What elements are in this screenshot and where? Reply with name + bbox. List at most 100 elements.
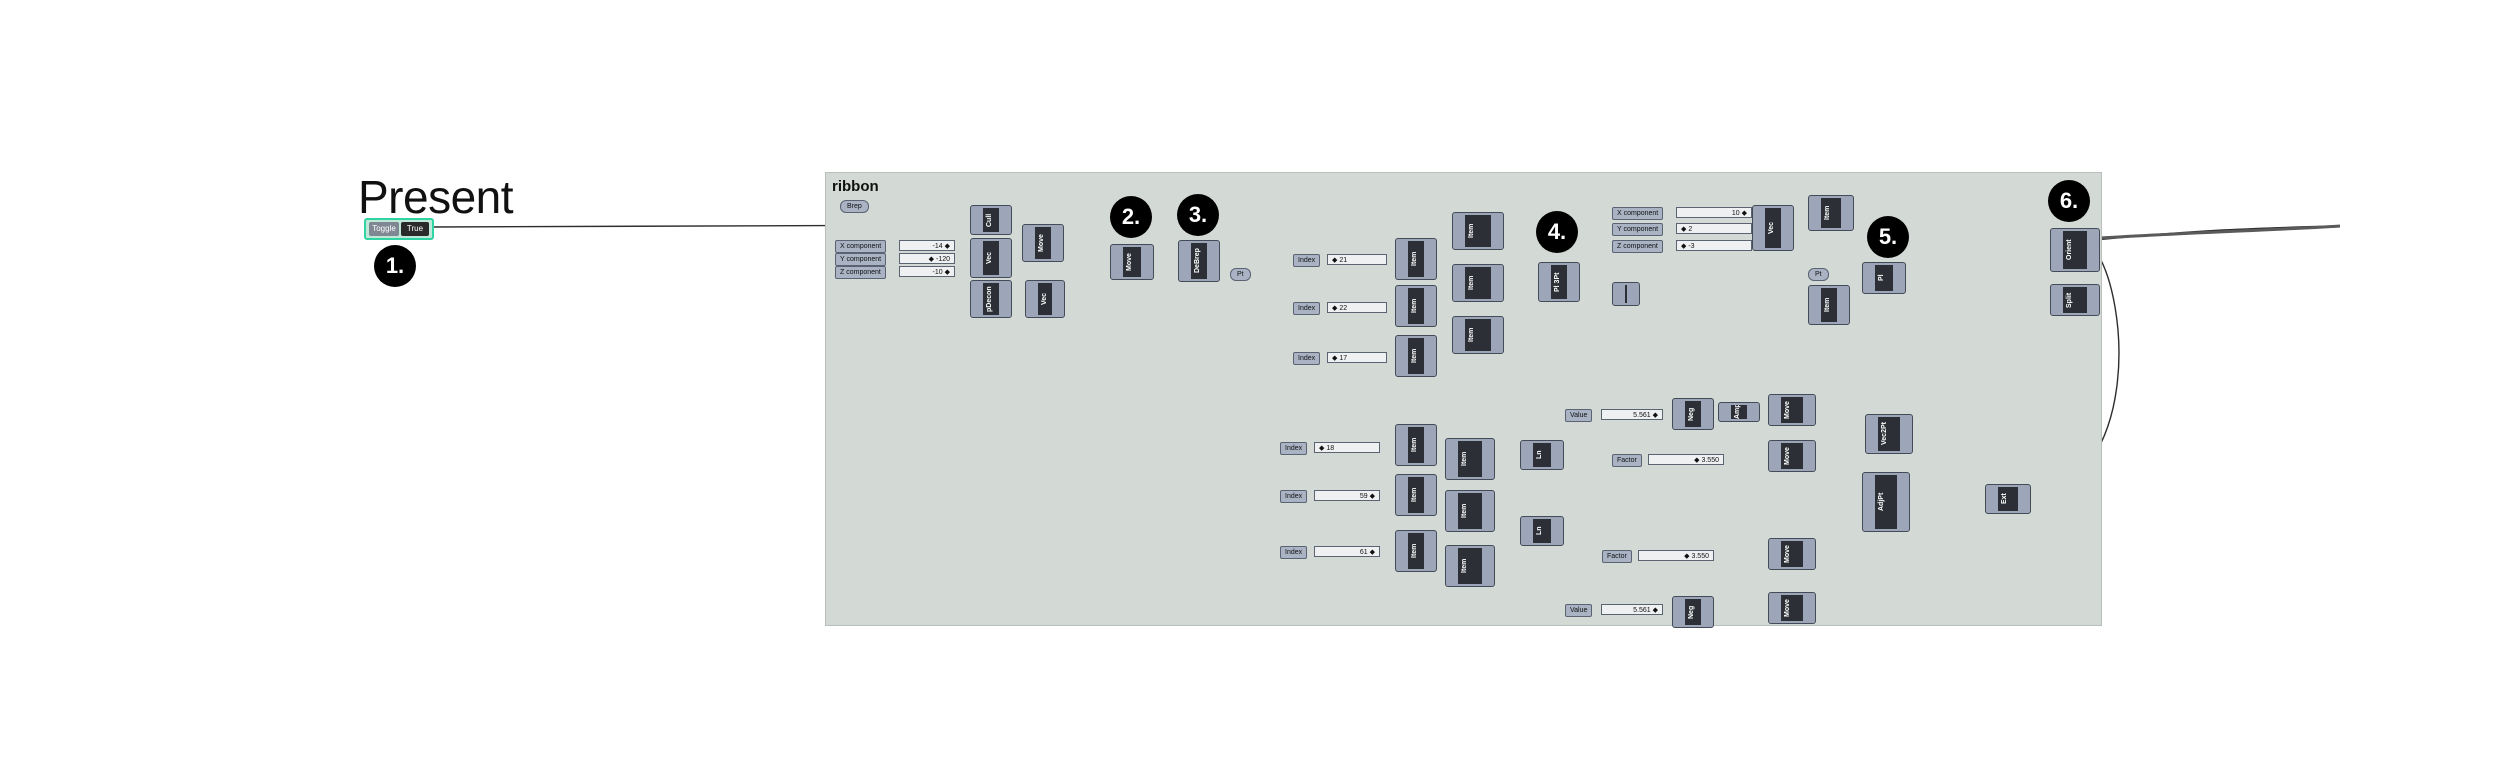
toggle-label: Toggle (369, 222, 399, 236)
component-name: DeBrep (1191, 243, 1207, 279)
deconstruct-brep-component[interactable]: DeBrep (1178, 240, 1220, 282)
component-name: pDecon (983, 283, 999, 315)
list-item-component-4[interactable]: Item (1395, 424, 1437, 466)
list-item-component-1[interactable]: Item (1395, 238, 1437, 280)
component-name: Vec (983, 241, 999, 275)
component-name: Vec (1038, 283, 1052, 315)
component-name: Pl (1875, 265, 1893, 291)
toggle-value[interactable]: True (401, 222, 429, 236)
point-decompose-component[interactable]: pDecon (970, 280, 1012, 318)
component-name: Ln (1533, 519, 1551, 543)
slider-value[interactable]: ◆ -120 (899, 253, 955, 264)
negative-component[interactable]: Neg (1672, 398, 1714, 430)
move-component-3[interactable]: Item (1808, 195, 1854, 231)
step-marker-2: 2. (1110, 196, 1152, 238)
page-title: Present (358, 171, 514, 223)
step-marker-4: 4. (1536, 211, 1578, 253)
extrude-component[interactable]: Ext (1985, 484, 2031, 514)
vector-component[interactable]: Vec (970, 238, 1012, 278)
plane-component[interactable]: Pl (1862, 262, 1906, 294)
list-item-component-8[interactable]: Item (1452, 264, 1504, 302)
slider-label: X component (1612, 207, 1664, 220)
slider-value[interactable]: ◆ 18 (1314, 442, 1380, 453)
component-name: Item (1458, 441, 1482, 477)
list-item-component-6[interactable]: Item (1395, 530, 1437, 572)
line-component-2[interactable]: Ln (1520, 516, 1564, 546)
adjust-point-component[interactable]: AdjPt (1862, 472, 1910, 532)
slider-label: Index (1280, 546, 1308, 559)
vector-component-2[interactable]: Vec (1025, 280, 1065, 318)
slider-label: Index (1280, 442, 1308, 455)
slider-label: Value (1565, 604, 1593, 617)
list-item-component-13[interactable]: Item (1808, 285, 1850, 325)
cull-component[interactable]: Cull (970, 205, 1012, 235)
slider-value[interactable]: -10 ◆ (899, 266, 955, 277)
component-name: Item (1465, 319, 1491, 351)
point-param-2[interactable]: Pt (1808, 268, 1829, 281)
move-component-5[interactable]: Move (1768, 440, 1816, 472)
component-name: Vec (1765, 208, 1781, 248)
slider-value[interactable]: -14 ◆ (899, 240, 955, 251)
slider-value[interactable]: 5.561 ◆ (1601, 409, 1663, 420)
component-name: Move (1781, 541, 1803, 567)
component-name: Orient (2063, 231, 2087, 269)
line-component[interactable]: Ln (1520, 440, 1564, 470)
slider-value[interactable]: ◆ 3.550 (1638, 550, 1714, 561)
amplitude-component[interactable]: Amp (1718, 402, 1760, 422)
xy-plane-component[interactable]: XY (1612, 282, 1640, 306)
component-name: Item (1408, 241, 1424, 277)
slider-label: Index (1280, 490, 1308, 503)
slider-value[interactable]: ◆ 22 (1327, 302, 1387, 313)
split-component[interactable]: Split (2050, 284, 2100, 316)
slider-value[interactable]: 59 ◆ (1314, 490, 1380, 501)
move-component[interactable]: Move (1022, 224, 1064, 262)
move-component-6[interactable]: Move (1768, 538, 1816, 570)
list-item-component-3[interactable]: Item (1395, 335, 1437, 377)
move-component-4[interactable]: Move (1768, 394, 1816, 426)
slider-value[interactable]: ◆ 2 (1676, 223, 1752, 234)
step-marker-6: 6. (2048, 180, 2090, 222)
orient-component[interactable]: Orient (2050, 228, 2100, 272)
slider-value[interactable]: ◆ -3 (1676, 240, 1752, 251)
negative-component-2[interactable]: Neg (1672, 596, 1714, 628)
component-name: Pl 3Pt (1551, 265, 1567, 299)
component-name: Split (2063, 287, 2087, 313)
slider-value[interactable]: 61 ◆ (1314, 546, 1380, 557)
list-item-component-5[interactable]: Item (1395, 474, 1437, 516)
list-item-component-7[interactable]: Item (1452, 212, 1504, 250)
list-item-component-12[interactable]: Item (1445, 545, 1495, 587)
component-name: Move (1781, 397, 1803, 423)
list-item-component-10[interactable]: Item (1445, 438, 1495, 480)
slider-label: Y component (835, 253, 887, 266)
slider-label: Index (1293, 302, 1321, 315)
component-name: Ext (1998, 487, 2018, 511)
slider-label: Factor (1602, 550, 1632, 563)
component-name: Item (1408, 477, 1424, 513)
slider-value[interactable]: 10 ◆ (1676, 207, 1752, 218)
component-name: Item (1821, 198, 1841, 228)
point-param[interactable]: Pt (1230, 268, 1251, 281)
slider-value[interactable]: ◆ 21 (1327, 254, 1387, 265)
list-item-component-2[interactable]: Item (1395, 285, 1437, 327)
component-name: Move (1035, 227, 1051, 259)
slider-value[interactable]: ◆ 17 (1327, 352, 1387, 363)
component-name: Item (1408, 288, 1424, 324)
vector-xyz-component[interactable]: Vec (1752, 205, 1794, 251)
component-name: Item (1821, 288, 1837, 322)
slider-label: X component (835, 240, 887, 253)
list-item-component-11[interactable]: Item (1445, 490, 1495, 532)
move-component-7[interactable]: Move (1768, 592, 1816, 624)
group-label: ribbon (832, 178, 879, 195)
vector-2pt-component[interactable]: Vec2Pt (1865, 414, 1913, 454)
slider-value[interactable]: 5.561 ◆ (1601, 604, 1663, 615)
move-component-2[interactable]: Move (1110, 244, 1154, 280)
list-item-component-9[interactable]: Item (1452, 316, 1504, 354)
component-name: Move (1123, 247, 1141, 277)
slider-label: Y component (1612, 223, 1664, 236)
brep-param[interactable]: Brep (840, 200, 869, 213)
slider-value[interactable]: ◆ 3.550 (1648, 454, 1724, 465)
component-name: AdjPt (1875, 475, 1897, 529)
boolean-toggle[interactable]: Toggle True (364, 218, 434, 240)
plane-3pt-component[interactable]: Pl 3Pt (1538, 262, 1580, 302)
step-marker-5: 5. (1867, 216, 1909, 258)
